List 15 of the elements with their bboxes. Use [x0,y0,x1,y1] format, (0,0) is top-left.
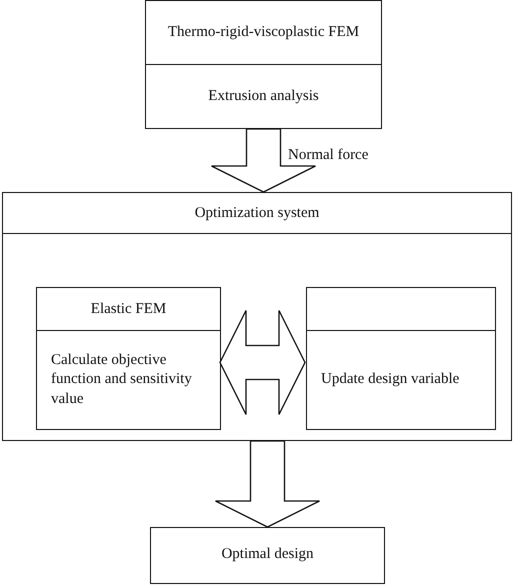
box-text: Update design variable [321,370,460,390]
process-box [150,527,385,584]
process-box [306,287,496,430]
block-arrow [219,310,306,416]
block-arrow [210,128,316,193]
box-heading: Elastic FEM [90,300,166,318]
process-box [145,0,382,129]
box-text: Extrusion analysis [208,86,319,106]
process-box [2,192,512,441]
block-arrow [214,440,320,528]
process-box [36,287,221,430]
box-heading: Optimization system [194,204,320,222]
box-heading: Thermo-rigid-viscoplastic FEM [168,23,360,42]
box-text: Calculate objective function and sensitivity value [51,350,193,409]
box-label: Optimal design [221,545,314,564]
